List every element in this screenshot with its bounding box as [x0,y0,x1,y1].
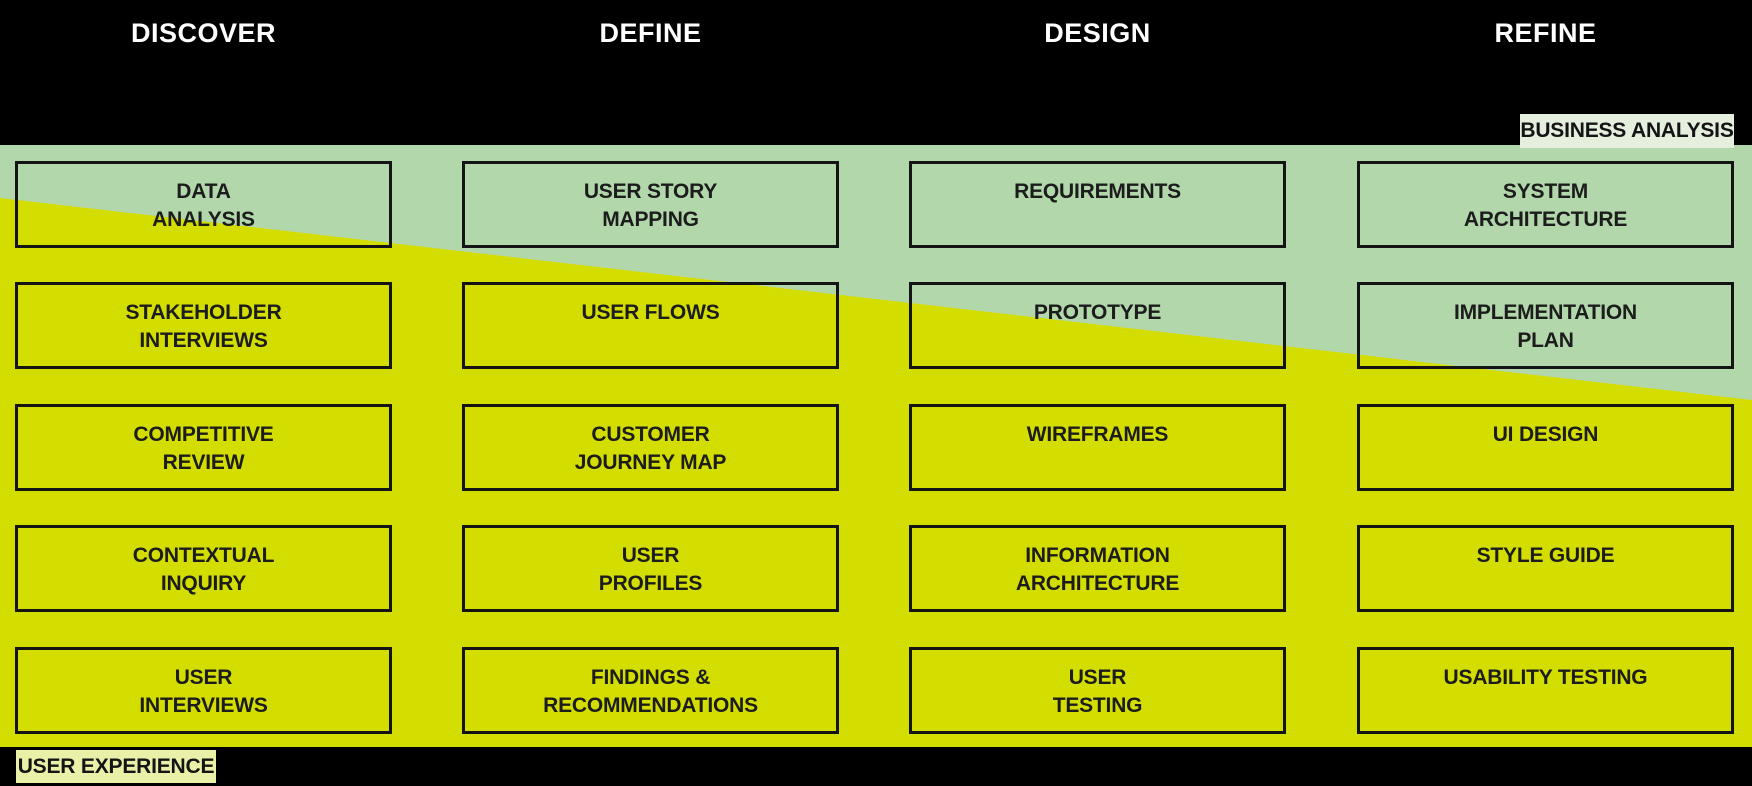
process-box-label: USABILITY TESTING [1443,666,1648,689]
business-analysis-tag-label: BUSINESS ANALYSIS [1520,119,1734,142]
business-analysis-tag: BUSINESS ANALYSIS [1520,114,1734,148]
process-box-customer-journey-map: CUSTOMER JOURNEY MAP [462,404,839,491]
process-box-system-architecture: SYSTEM ARCHITECTURE [1357,161,1734,248]
process-box-label: STAKEHOLDER INTERVIEWS [125,301,282,352]
process-box-ui-design: UI DESIGN [1357,404,1734,491]
process-box-label: INFORMATION ARCHITECTURE [1015,544,1180,595]
process-box-usability-testing: USABILITY TESTING [1357,647,1734,734]
process-box-user-flows: USER FLOWS [462,282,839,369]
process-box-wireframes: WIREFRAMES [909,404,1286,491]
process-box-label: REQUIREMENTS [1014,180,1181,203]
process-box-label: COMPETITIVE REVIEW [133,423,274,474]
process-box-competitive-review: COMPETITIVE REVIEW [15,404,392,491]
process-box-label: IMPLEMENTATION PLAN [1453,301,1638,352]
process-box-label: FINDINGS & RECOMMENDATIONS [543,666,758,717]
process-box-label: PROTOTYPE [1033,301,1162,324]
process-box-implementation-plan: IMPLEMENTATION PLAN [1357,282,1734,369]
process-box-label: USER PROFILES [598,544,703,595]
process-box-data-analysis: DATA ANALYSIS [15,161,392,248]
process-box-label: USER STORY MAPPING [583,180,718,231]
process-box-stakeholder-interviews: STAKEHOLDER INTERVIEWS [15,282,392,369]
process-box-label: USER INTERVIEWS [139,666,268,717]
user-experience-tag: USER EXPERIENCE [16,750,216,783]
process-box-user-story-mapping: USER STORY MAPPING [462,161,839,248]
process-box-label: DATA ANALYSIS [152,180,255,231]
process-box-user-testing: USER TESTING [909,647,1286,734]
process-box-label: USER FLOWS [581,301,720,324]
process-box-label: SYSTEM ARCHITECTURE [1463,180,1628,231]
process-box-contextual-inquiry: CONTEXTUAL INQUIRY [15,525,392,612]
process-box-prototype: PROTOTYPE [909,282,1286,369]
phase-title-discover: DISCOVER [130,18,277,48]
process-box-label: WIREFRAMES [1026,423,1169,446]
phase-title-refine: REFINE [1494,18,1597,48]
process-box-label: CUSTOMER JOURNEY MAP [574,423,727,474]
phase-title-design: DESIGN [1044,18,1151,48]
process-box-findings-recommendations: FINDINGS & RECOMMENDATIONS [462,647,839,734]
process-box-information-architecture: INFORMATION ARCHITECTURE [909,525,1286,612]
process-box-label: CONTEXTUAL INQUIRY [132,544,275,595]
process-box-user-interviews: USER INTERVIEWS [15,647,392,734]
process-box-style-guide: STYLE GUIDE [1357,525,1734,612]
process-box-user-profiles: USER PROFILES [462,525,839,612]
process-box-requirements: REQUIREMENTS [909,161,1286,248]
phase-title-define: DEFINE [599,18,702,48]
process-box-label: USER TESTING [1052,666,1143,717]
user-experience-tag-label: USER EXPERIENCE [17,754,215,778]
process-box-label: UI DESIGN [1492,423,1599,446]
process-box-label: STYLE GUIDE [1476,544,1615,567]
